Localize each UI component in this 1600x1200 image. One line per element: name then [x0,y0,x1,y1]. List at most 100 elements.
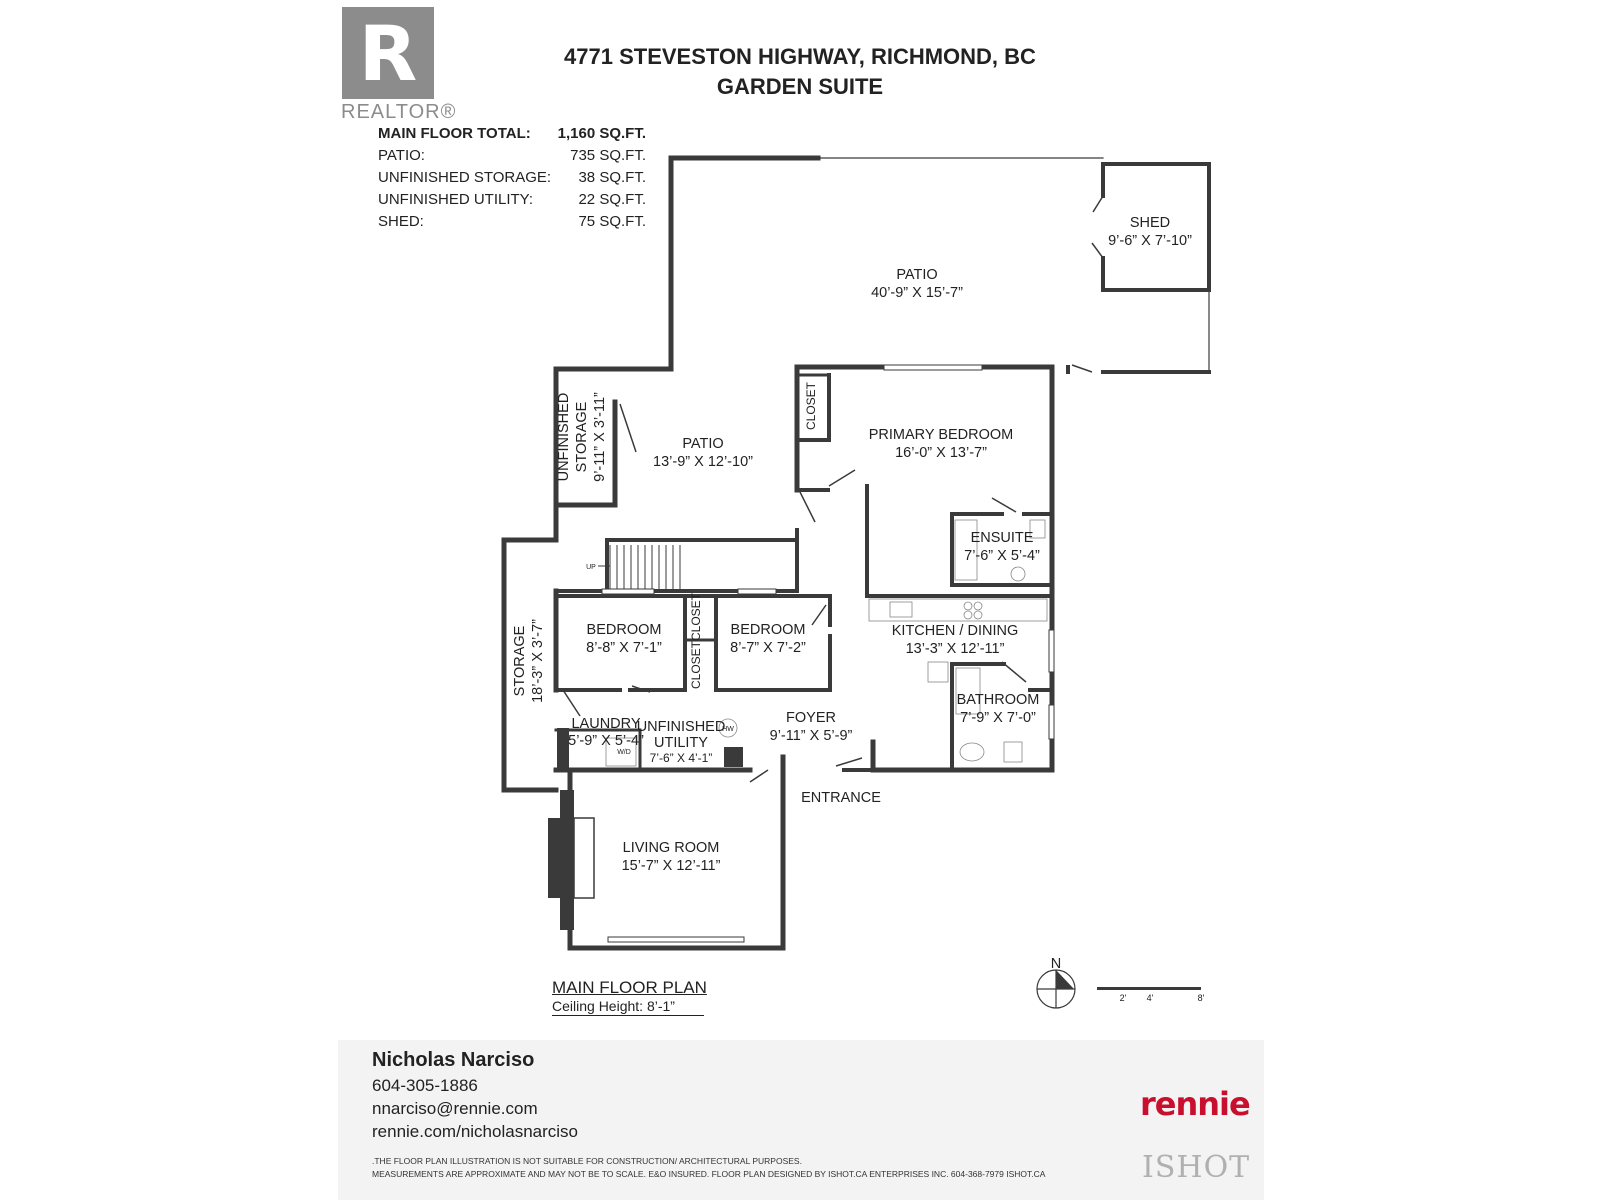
shed-door [1092,195,1104,213]
ensuite-walls [950,512,1054,587]
stove-burner [973,601,983,611]
primary-door [828,469,856,487]
entry-door [835,757,863,767]
stat-row-patio: PATIO: 735 SQ.FT. [378,145,646,167]
agent-website[interactable]: rennie.com/nicholasnarciso [372,1122,578,1141]
storage-door [619,403,637,453]
long-storage-walls [501,537,559,793]
stat-label: SHED: [378,213,424,230]
disclaimer-line-1: .THE FLOOR PLAN ILLUSTRATION IS NOT SUIT… [372,1156,802,1166]
utility-name-2: UTILITY [654,735,708,751]
address-title: 4771 STEVESTON HIGHWAY, RICHMOND, BC [564,44,1036,69]
stat-row-utility: UNFINISHED UTILITY: 22 SQ.FT. [378,189,646,211]
laundry-name: LAUNDRY [571,716,640,732]
stove-burner [963,610,973,620]
kitchen-top-wall [865,484,1054,598]
ceiling-height: Ceiling Height: 8’-1” [552,998,675,1014]
kitchen-sink [889,601,913,618]
stat-row-storage: UNFINISHED STORAGE: 38 SQ.FT. [378,167,646,189]
laundry-dims: 5’-9” X 5’-4” [568,733,644,749]
patio-small-name: PATIO [682,436,723,452]
patio-large-dims: 40’-9” X 15’-7” [871,285,963,301]
plan-title: MAIN FLOOR PLAN [552,978,707,997]
window-primary [883,364,983,371]
utility-name-1: UNFINISHED [637,719,726,735]
window-bedroom2 [737,588,777,595]
closet1-label: CLOSET [689,592,703,641]
walls [501,155,1211,951]
stat-label: UNFINISHED STORAGE: [378,169,552,186]
patio-small-dims: 13’-9” X 12’-10” [653,454,753,470]
stairs [598,545,681,589]
suite-title: GARDEN SUITE [716,74,884,99]
storage-walls [553,366,618,508]
rennie-logo: rennie [1140,1085,1251,1123]
bedroom1-door [631,685,651,693]
ceiling-underline [552,1015,704,1016]
storage-dims: 9’-11” X 3’-11” [592,392,608,482]
living-door [749,769,769,783]
stove-burner [963,601,973,611]
stat-value: 22 SQ.FT. [578,191,646,208]
stat-row-total: MAIN FLOOR TOTAL: 1,160 SQ.FT. [378,123,646,145]
bathroom-name: BATHROOM [957,692,1040,708]
stat-row-shed: SHED: 75 SQ.FT. [378,211,646,233]
doors [562,195,1104,783]
fireplace [548,790,595,930]
realtor-logo: R [342,7,434,99]
firebox [573,817,595,899]
hearth [548,818,574,898]
storage-long-door [562,689,581,717]
storage-name-2: STORAGE [574,401,590,472]
entrance-label: ENTRANCE [801,790,881,806]
living-dims: 15’-7” X 12’-11” [622,858,721,874]
kitchen-counter [868,598,1048,622]
window-bathroom [1048,704,1055,740]
patio-large-name: PATIO [896,267,937,283]
stat-value: 1,160 SQ.FT. [557,125,646,142]
shed-dims: 9’-6” X 7’-10” [1108,233,1192,249]
disclaimer-line-2: MEASUREMENTS ARE APPROXIMATE AND MAY NOT… [372,1169,1046,1179]
ensuite-door [991,497,1017,513]
patio-door-stairs [799,491,816,523]
bathroom-door [1001,661,1027,683]
stat-label: UNFINISHED UTILITY: [378,191,534,208]
bedroom2-door [811,604,827,626]
stat-value: 75 SQ.FT. [578,213,646,230]
storage-name-1: UNFINISHED [556,393,572,482]
stat-value: 735 SQ.FT. [570,147,646,164]
stat-value: 38 SQ.FT. [578,169,646,186]
ensuite-dims: 7’-6” X 5’-4” [964,548,1040,564]
bathroom-toilet [959,742,985,762]
stairs-up-label: UP [586,564,596,571]
kitchen-walls [870,593,1055,773]
stat-label: MAIN FLOOR TOTAL: [378,125,531,142]
scale-bar-seg-2 [1145,987,1201,990]
fixtures [605,519,1048,767]
hot-water-tank [718,718,738,738]
shed-door-2 [1091,242,1104,259]
agent-email[interactable]: nnarciso@rennie.com [372,1099,538,1118]
bedroom2-name: BEDROOM [731,622,806,638]
agent-phone[interactable]: 604-305-1886 [372,1076,478,1095]
bedroom2-dims: 8’-7” X 7’-2” [730,640,806,656]
shed-walls [1101,162,1211,292]
window-kitchen [1048,629,1055,673]
area-stats: MAIN FLOOR TOTAL: 1,160 SQ.FT. PATIO: 73… [378,123,646,233]
fridge [927,661,949,683]
window-bedroom1 [601,588,655,595]
primary-closet-walls [795,373,831,442]
bedroom1-name: BEDROOM [587,622,662,638]
kitchen-dims: 13’-3” X 12’-11” [906,641,1005,657]
washer-dryer [605,737,637,767]
primary-bedroom-name: PRIMARY BEDROOM [869,427,1014,443]
foyer-name: FOYER [786,710,836,726]
scale-label-2: 2' [1120,993,1127,1003]
bathroom-walls [950,662,1006,772]
washer-dryer-label: W/D [617,749,631,756]
bathroom-dims: 7’-9” X 7’-0” [960,710,1036,726]
stat-label: PATIO: [378,147,425,164]
compass-arrow [1056,970,1074,989]
ensuite-sink [1010,566,1026,582]
